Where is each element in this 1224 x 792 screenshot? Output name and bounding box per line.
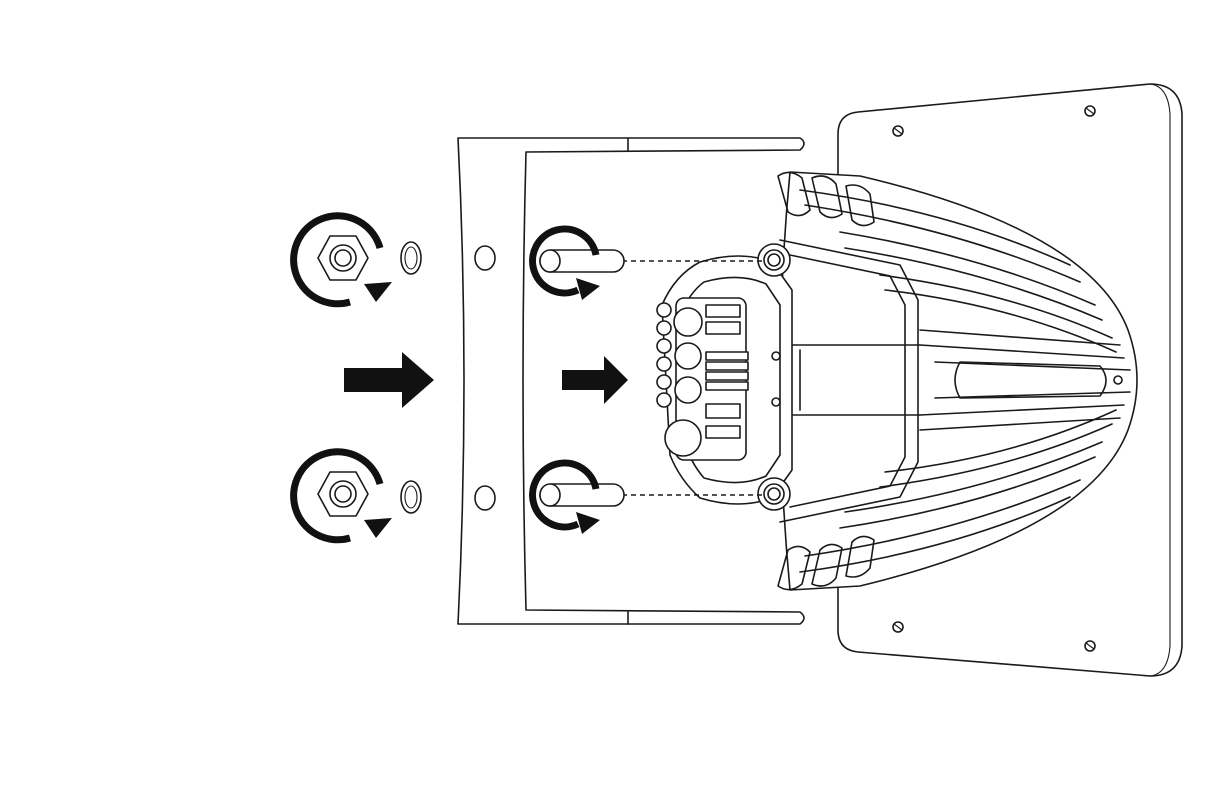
stud-boss-bottom — [758, 478, 790, 510]
nut-top — [294, 216, 392, 304]
stud-top — [540, 250, 624, 272]
nut-bottom — [294, 452, 392, 540]
stud-bottom — [540, 484, 624, 506]
washer-bottom — [401, 481, 421, 513]
washer-top — [401, 242, 421, 274]
nut-icon — [318, 236, 368, 280]
push-direction-arrow-icon — [344, 352, 434, 408]
push-direction-arrow-icon — [562, 356, 628, 404]
stud-boss-top — [758, 244, 790, 276]
nut-icon — [318, 472, 368, 516]
connector-block — [657, 256, 792, 504]
